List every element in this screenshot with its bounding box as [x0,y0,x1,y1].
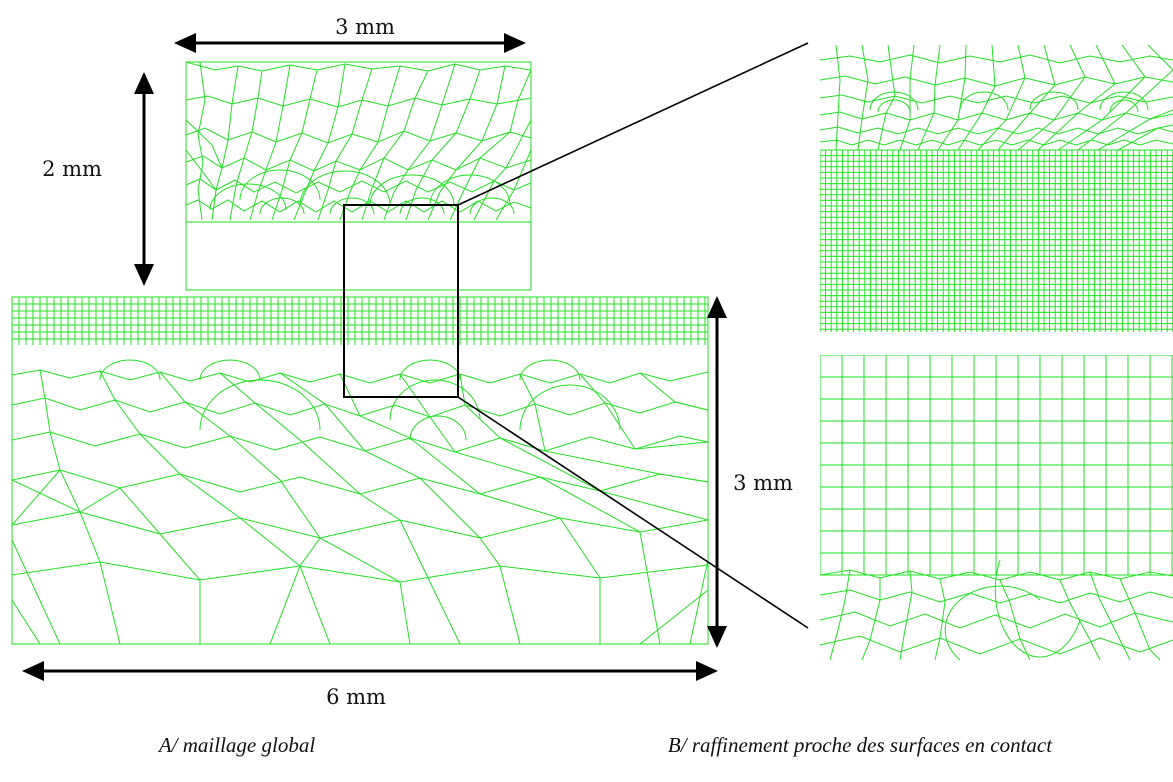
dimension-arrow-top-height [134,72,154,286]
top-body-mesh [185,61,532,291]
zoom-bottom-coarse-mesh [820,559,1173,660]
zoom-bottom-grid [820,355,1173,576]
caption-global-mesh: A/ maillage global [157,733,315,757]
bottom-body-fine-grid [12,297,708,345]
zoom-connector-bottom [457,396,809,629]
dimension-arrow-top-width [174,33,526,53]
zoom-top-coarse-mesh [820,45,1173,151]
zoom-top-mesh [820,45,1173,332]
bottom-width-label: 6 mm [326,685,386,709]
top-body-dense-mesh [186,221,531,290]
top-body-coarse-mesh [186,62,531,221]
zoom-top-fine-grid [820,149,1173,332]
top-width-label: 3 mm [335,15,395,39]
dimension-arrow-bottom-height [707,296,727,648]
bottom-height-label: 3 mm [733,471,793,495]
caption-refinement: B/ raffinement proche des surfaces en co… [668,733,1053,757]
top-height-label: 2 mm [42,157,102,181]
zoom-bottom-mesh [820,355,1173,660]
zoom-region-box [343,204,459,398]
bottom-body-coarse-mesh [12,359,708,644]
zoom-indicator [343,42,809,629]
dimension-arrow-bottom-width [22,661,718,681]
zoom-connector-top [457,42,809,206]
bottom-body-mesh [11,296,709,645]
